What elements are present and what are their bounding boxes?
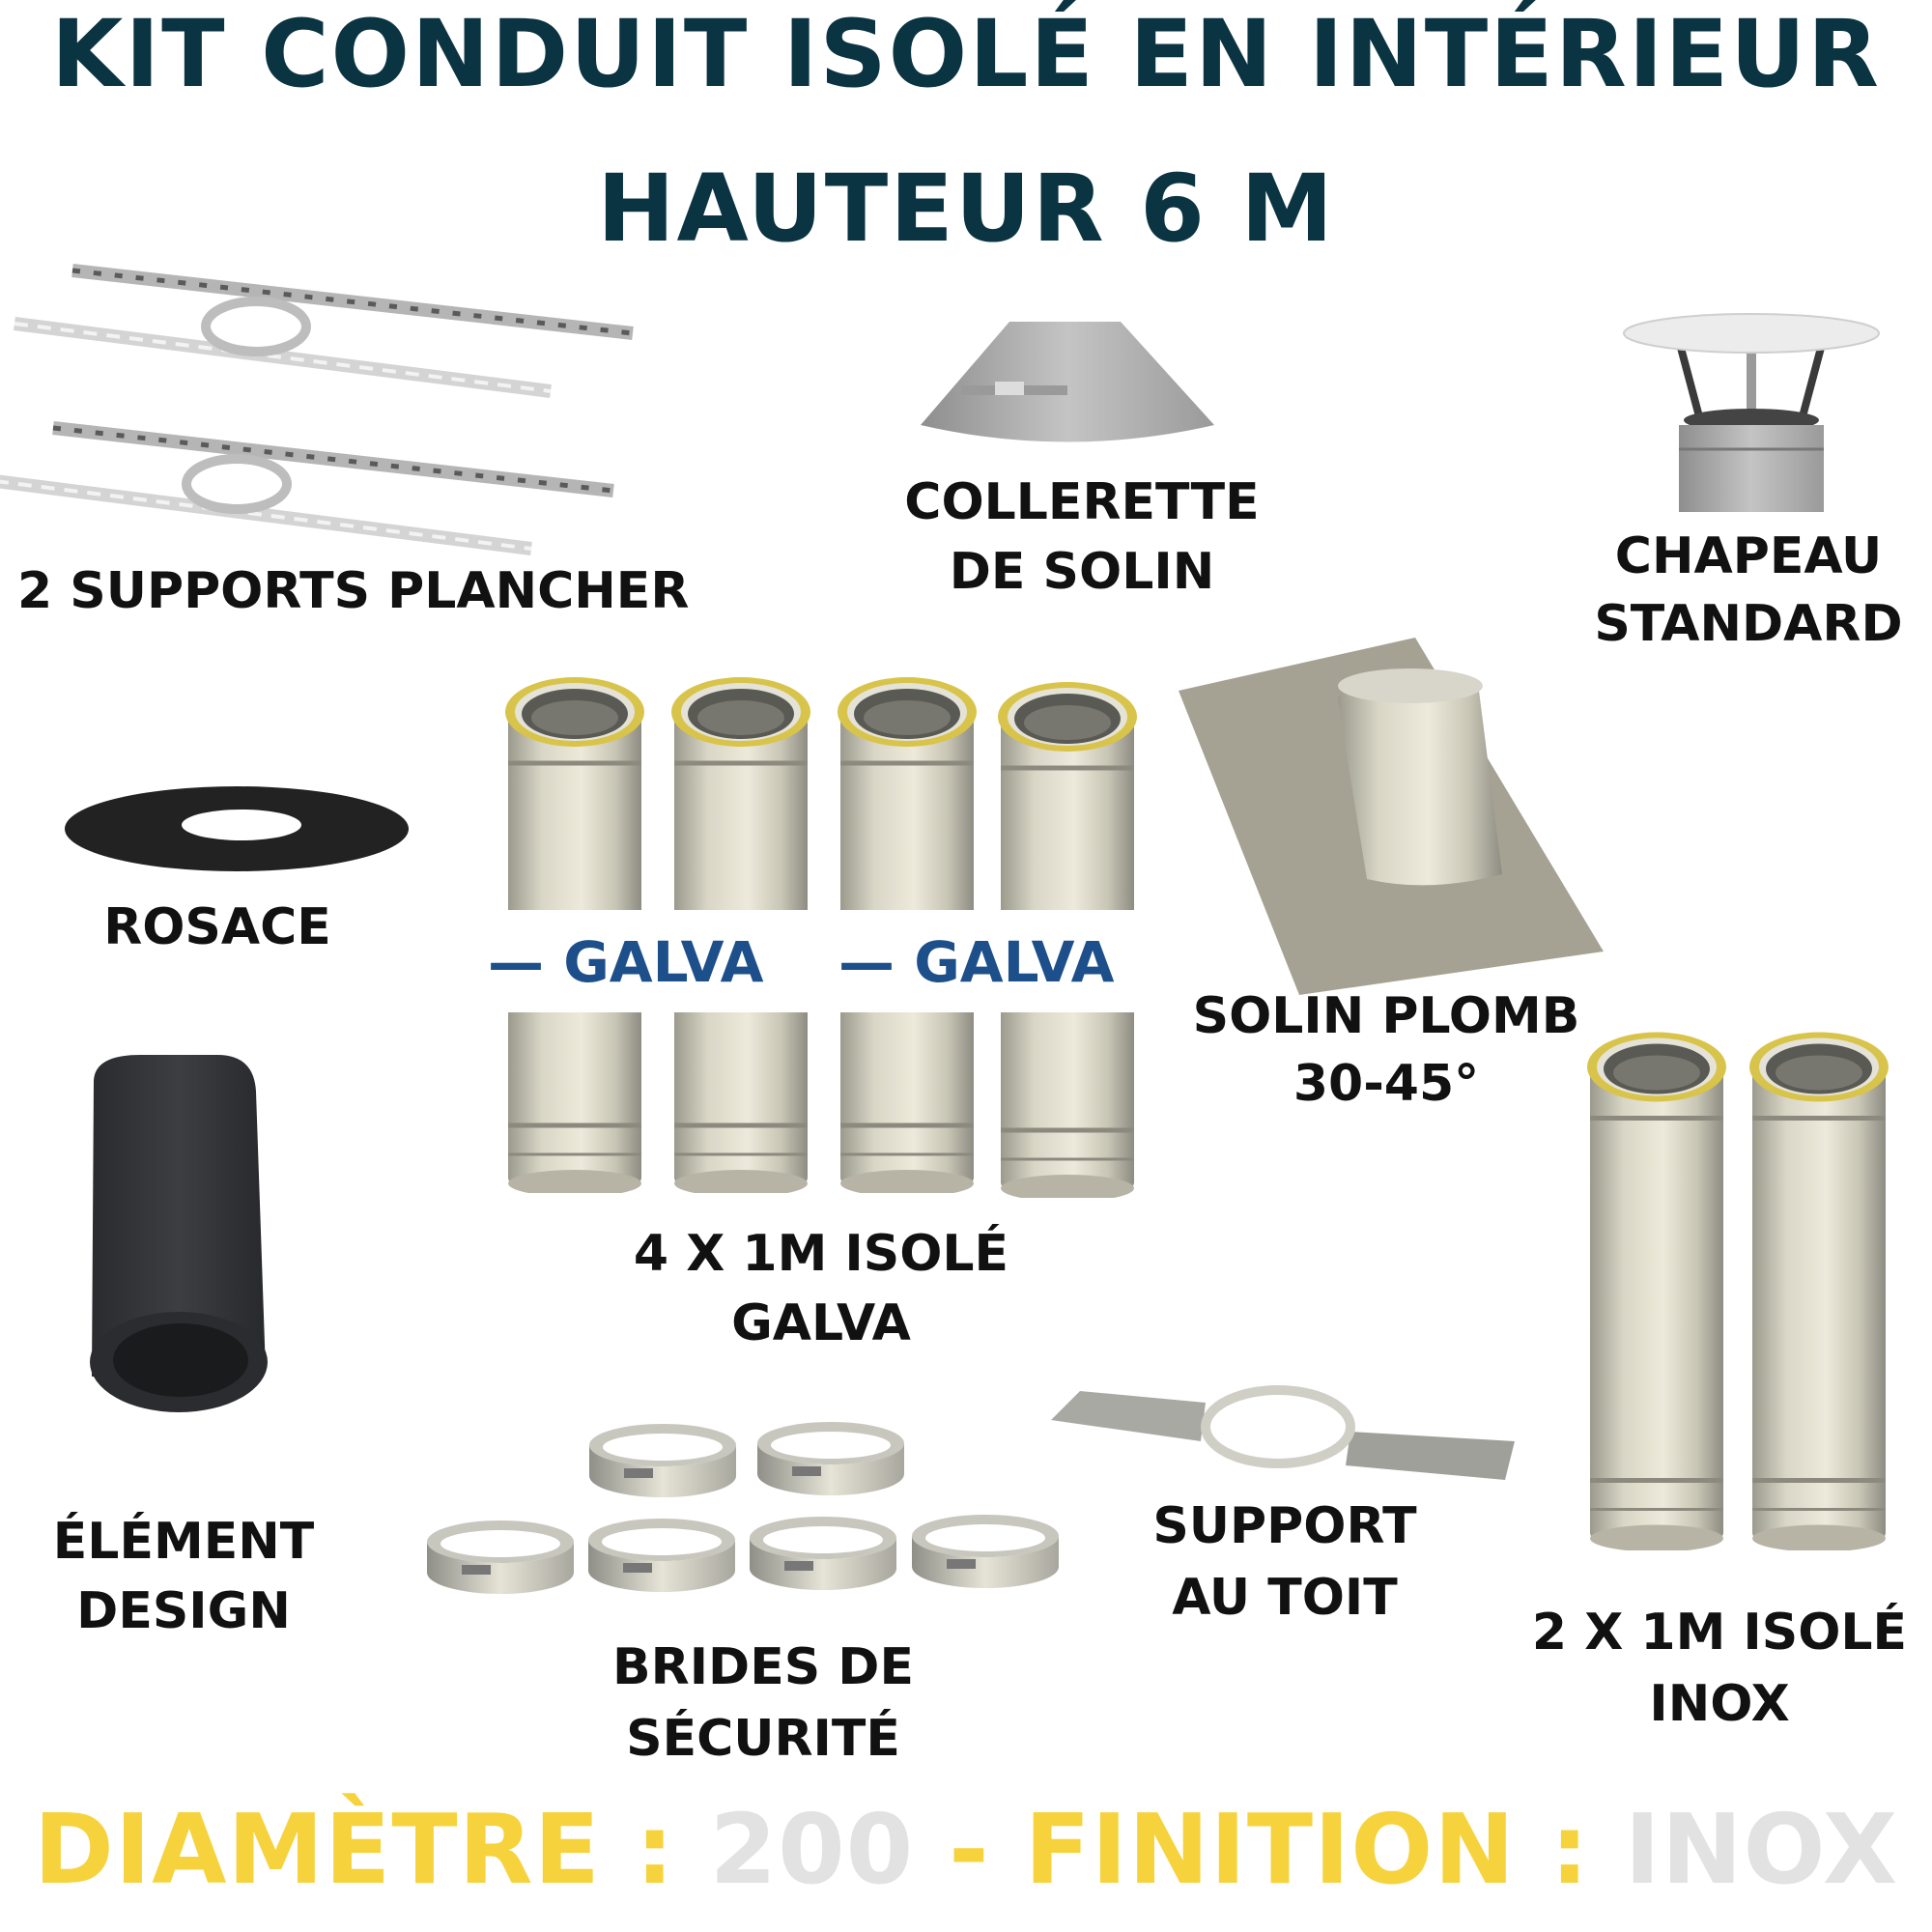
locking-band-icon bbox=[423, 1515, 578, 1602]
label-chapeau-line1: CHAPEAU bbox=[1614, 527, 1883, 585]
page-subtitle-height: HAUTEUR 6 M bbox=[597, 155, 1335, 263]
label-inox-pipes-line1: 2 X 1M ISOLÉ bbox=[1531, 1604, 1908, 1662]
locking-band-icon bbox=[753, 1416, 908, 1503]
diameter-label: DIAMÈTRE : bbox=[33, 1793, 675, 1906]
galva-banner-band bbox=[483, 910, 1150, 1012]
finish-value: INOX bbox=[1624, 1793, 1899, 1906]
label-brides-line2: SÉCURITÉ bbox=[626, 1710, 900, 1768]
insulated-pipe-icon bbox=[1584, 1024, 1729, 1550]
locking-band-icon bbox=[585, 1418, 740, 1505]
label-collerette-line2: DE SOLIN bbox=[949, 543, 1215, 601]
black-rosette-ring-icon bbox=[65, 786, 409, 871]
floor-support-bracket-icon bbox=[0, 264, 634, 555]
label-galva-pipes-line1: 4 X 1M ISOLÉ bbox=[633, 1225, 1009, 1283]
label-galva-pipes-line2: GALVA bbox=[731, 1294, 911, 1352]
roof-support-bracket-icon bbox=[1051, 1385, 1515, 1480]
insulated-pipe-icon bbox=[1747, 1024, 1891, 1550]
locking-band-icon bbox=[584, 1513, 739, 1600]
galva-overlay-1: — GALVA bbox=[488, 929, 764, 995]
label-solin-line1: SOLIN PLOMB bbox=[1192, 987, 1580, 1045]
label-support-toit-line1: SUPPORT bbox=[1152, 1497, 1417, 1555]
label-chapeau-line2: STANDARD bbox=[1594, 595, 1903, 653]
roof-flashing-icon bbox=[1179, 638, 1604, 995]
chimney-cap-icon bbox=[1623, 313, 1880, 512]
label-inox-pipes-line2: INOX bbox=[1649, 1675, 1790, 1733]
label-rosace: ROSACE bbox=[103, 898, 331, 956]
label-element-design-line1: ÉLÉMENT bbox=[52, 1513, 315, 1571]
galva-overlay-2: — GALVA bbox=[838, 929, 1115, 995]
spec-footer: DIAMÈTRE : 200 - FINITION : INOX bbox=[0, 1793, 1932, 1906]
page-title: KIT CONDUIT ISOLÉ EN INTÉRIEUR bbox=[51, 0, 1881, 108]
label-solin-line2: 30-45° bbox=[1293, 1055, 1480, 1113]
label-support-toit-line2: AU TOIT bbox=[1172, 1569, 1398, 1627]
diameter-value: 200 bbox=[709, 1793, 915, 1906]
footer-separator: - bbox=[949, 1793, 990, 1906]
label-element-design-line2: DESIGN bbox=[76, 1582, 291, 1640]
storm-collar-cone-icon bbox=[921, 322, 1214, 442]
label-collerette-line1: COLLERETTE bbox=[904, 473, 1260, 531]
black-stove-pipe-icon bbox=[90, 1055, 268, 1412]
label-supports-plancher: 2 SUPPORTS PLANCHER bbox=[17, 562, 690, 620]
locking-band-icon bbox=[746, 1511, 900, 1598]
locking-band-icon bbox=[908, 1509, 1063, 1596]
label-brides-line1: BRIDES DE bbox=[612, 1638, 914, 1696]
finish-label: FINITION : bbox=[1024, 1793, 1590, 1906]
